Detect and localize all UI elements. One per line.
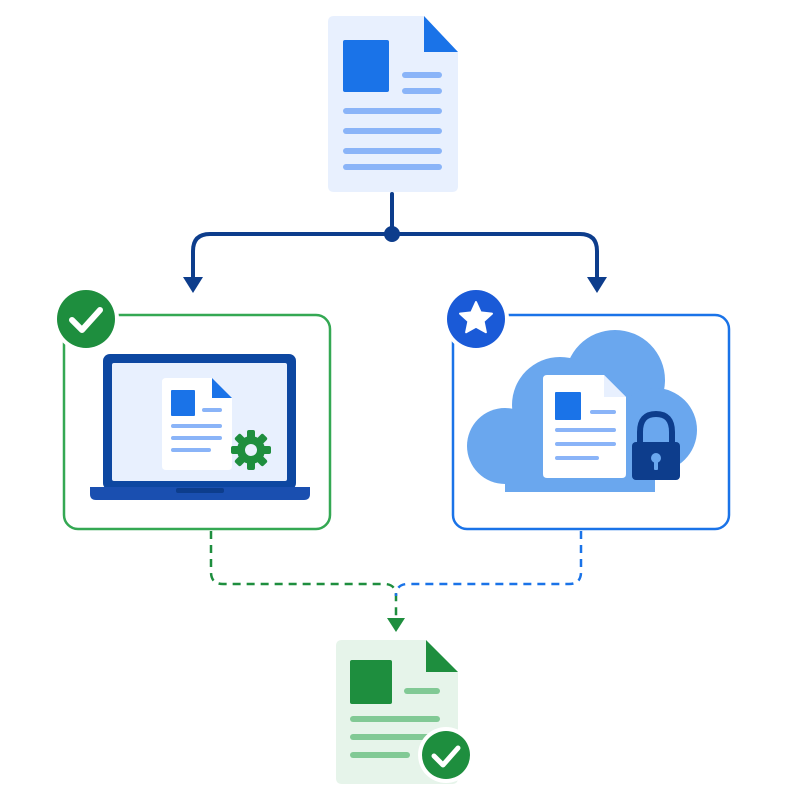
cloud-document-icon [543,375,626,478]
laptop-document-icon [162,378,232,470]
checkmark-icon [431,745,461,768]
star-icon [459,301,493,334]
connector-left-branch [191,232,394,282]
connector-from-cloud [394,531,583,597]
checkmark-badge [53,286,119,352]
gear-icon [231,430,271,470]
connector-right-branch [390,232,599,282]
merge-connector [209,531,583,620]
arrow-down-icon [183,277,203,293]
connector-from-local [209,531,398,620]
lock-icon [632,410,680,480]
star-badge [443,286,509,352]
checkmark-icon [69,307,103,333]
arrow-down-icon [587,277,607,293]
source-document-icon [328,16,458,192]
junction-dot [384,226,400,242]
arrow-down-icon [387,618,405,632]
verified-checkmark-badge [418,727,474,783]
